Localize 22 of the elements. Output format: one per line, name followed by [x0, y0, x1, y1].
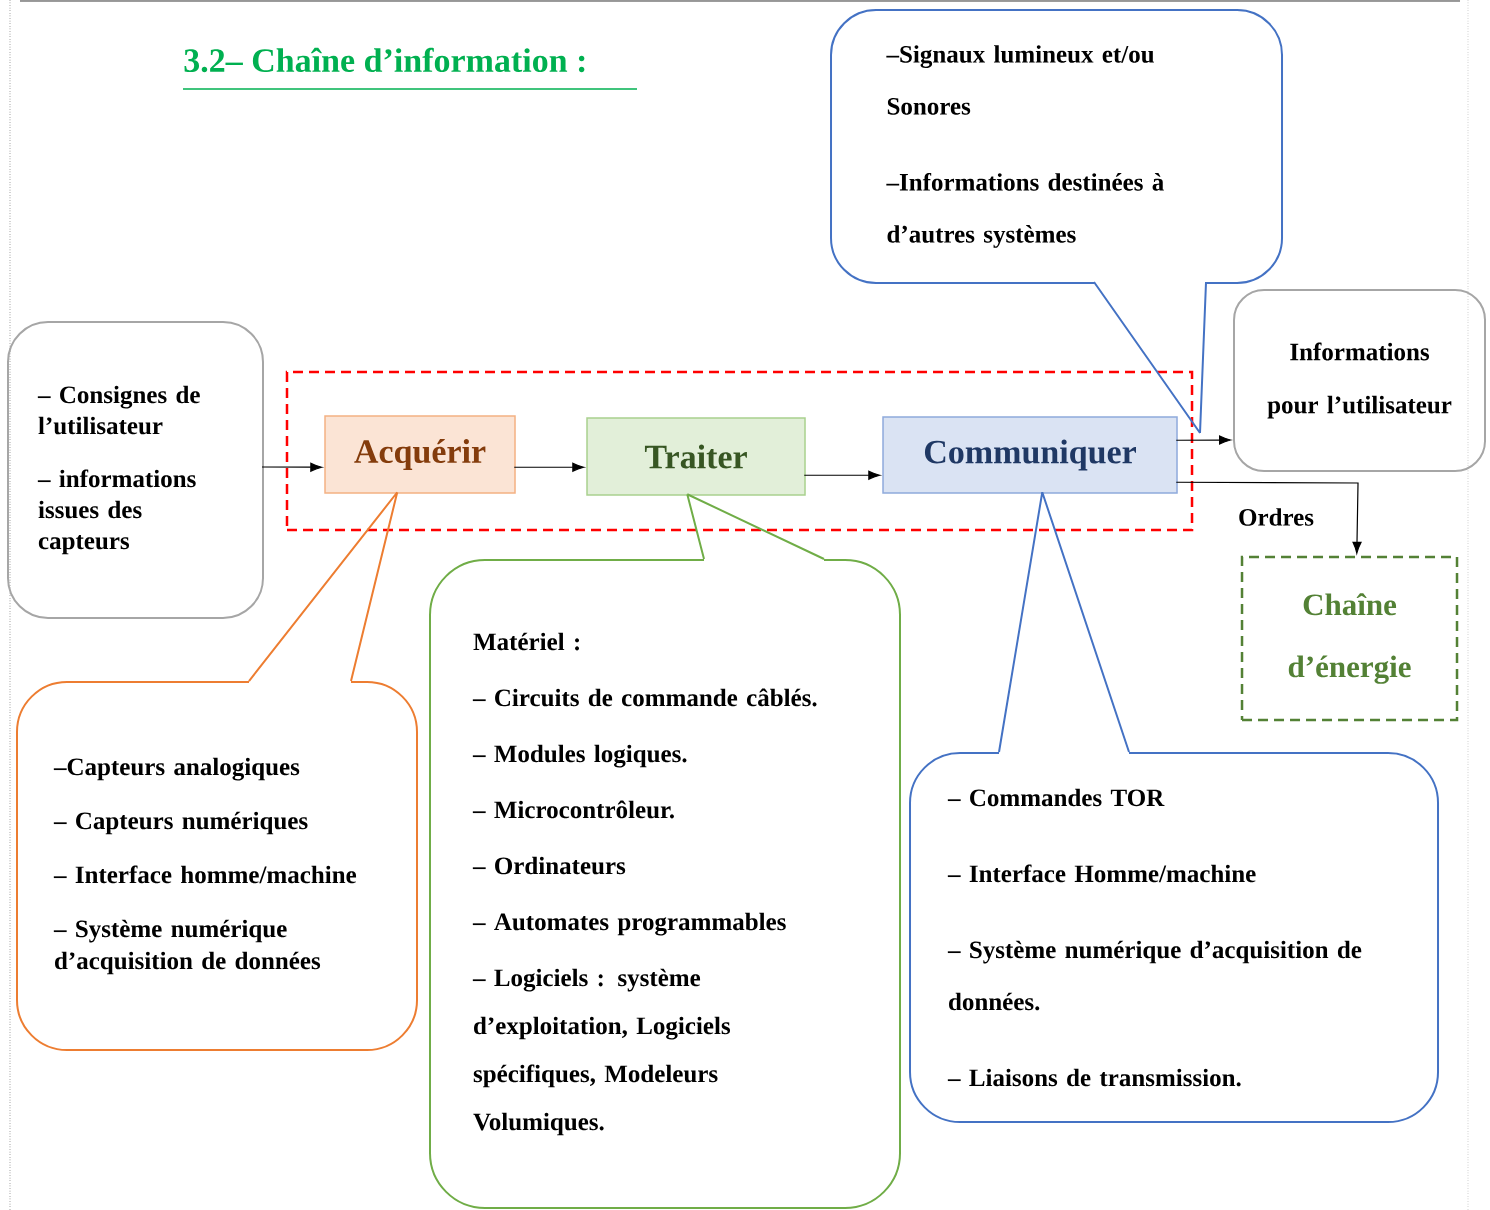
- function-box: Communiquer: [882, 416, 1178, 494]
- input-box: – Consignes de l’utilisateur – informations issues des capteurs: [7, 321, 264, 619]
- callout-pointer: [1093, 280, 1207, 434]
- callout-box: Matériel : – Circuits de commande câblés. – Modules logiques. – Microcontrôleur. – Ordinateurs – Automates programmables – Logiciels : système d’exploitation, Logiciels spécifiques, Modeleurs Volumiques.: [429, 559, 901, 1209]
- callout-box: –Signaux lumineux et/ou Sonores –Informations destinées à d’autres systèmes: [830, 9, 1283, 284]
- heading: 3.2– Chaîne d’information :: [182, 47, 638, 90]
- callout-pointer: [248, 491, 399, 683]
- callout-pointer: [998, 491, 1130, 754]
- function-box: Traiter: [586, 417, 806, 496]
- arrow: [803, 470, 881, 480]
- edge-label: Ordres: [1236, 506, 1316, 528]
- callout-box: –Capteurs analogiques – Capteurs numériques – Interface homme/machine – Système numérique d’acquisition de données: [16, 681, 418, 1051]
- dashed-boundary: [285, 370, 1194, 532]
- callout-box: – Commandes TOR – Interface Homme/machine – Système numérique d’acquisition de données. – Liaisons de transmission.: [909, 752, 1439, 1123]
- arrow: [513, 462, 585, 472]
- function-box: Acquérir: [324, 415, 516, 494]
- output-box: Informations pour l’utilisateur: [1233, 289, 1486, 472]
- energy-chain-box: Chaîne d’énergie: [1240, 555, 1459, 722]
- arrow: [1175, 435, 1232, 445]
- arrow: [1175, 481, 1362, 554]
- callout-pointer: [686, 493, 825, 561]
- arrow: [261, 462, 323, 472]
